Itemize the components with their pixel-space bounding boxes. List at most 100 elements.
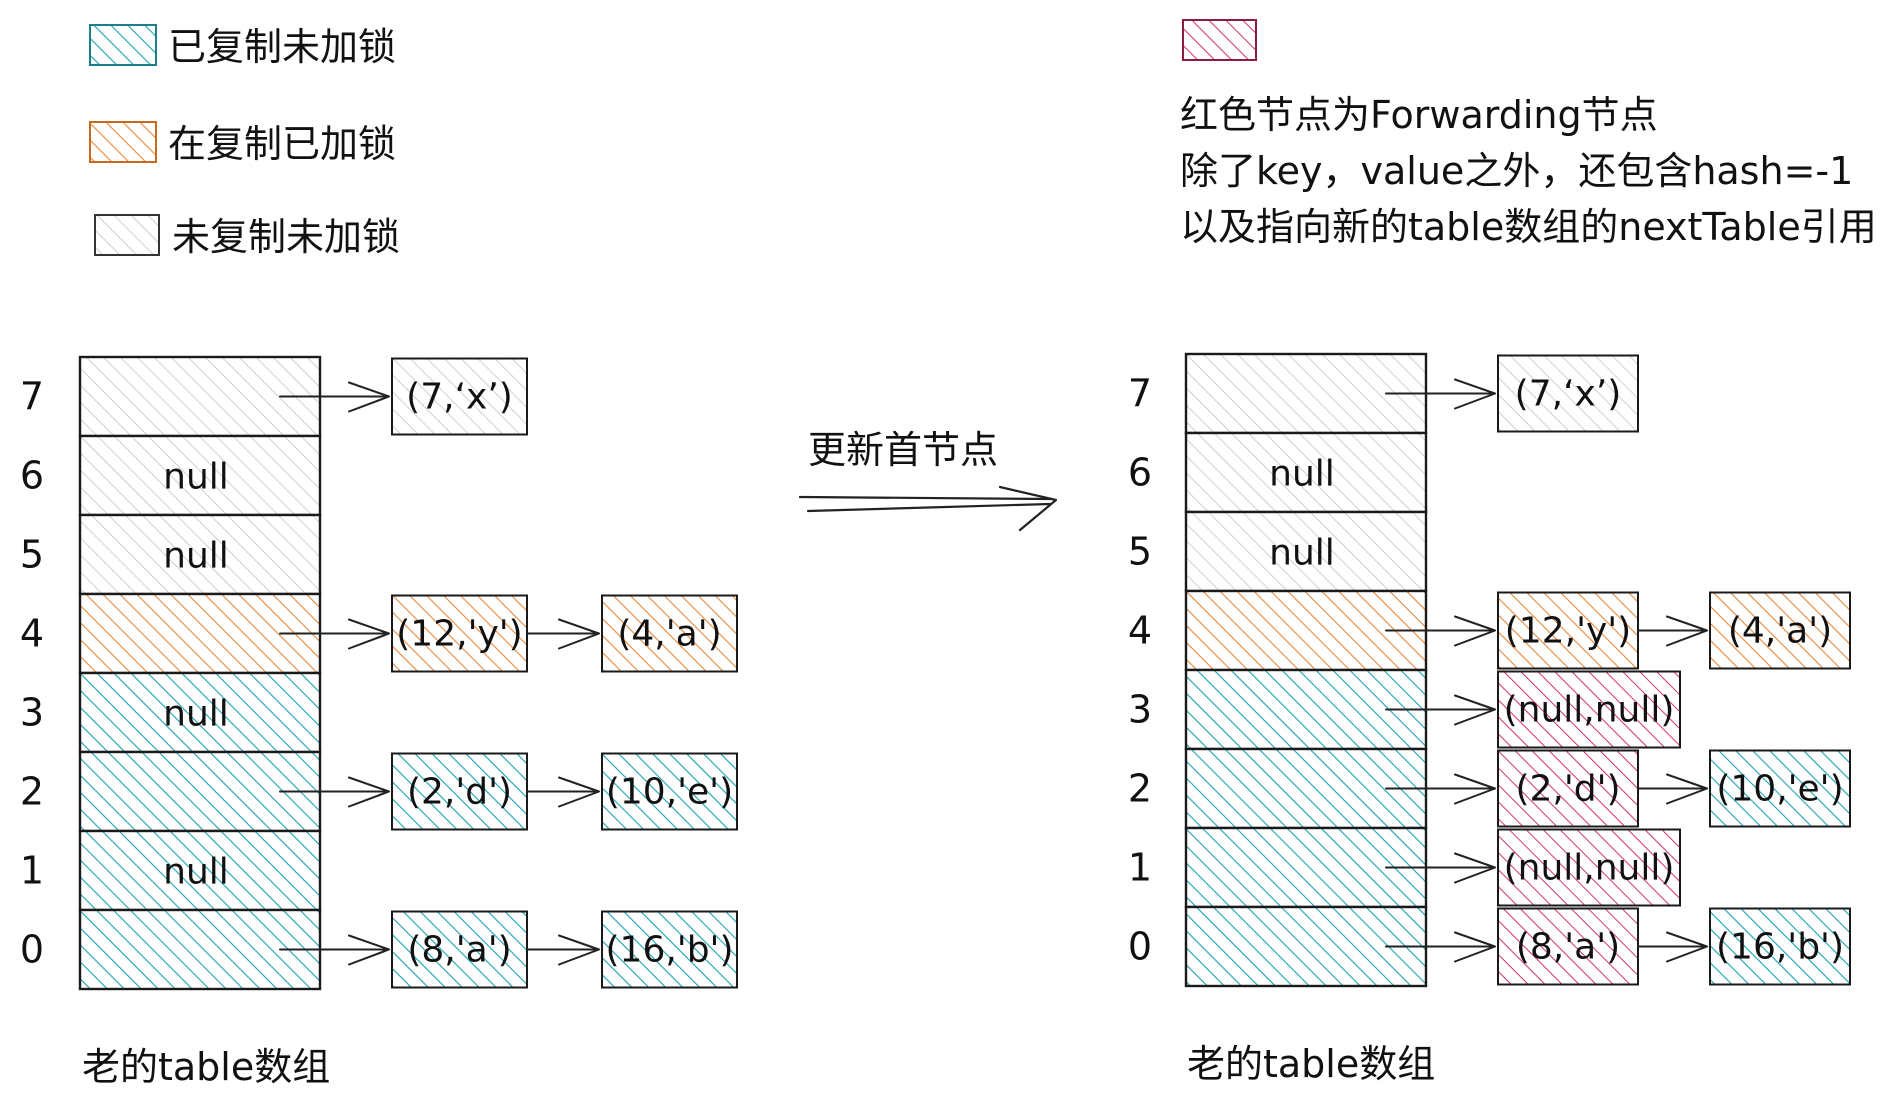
left-slot-index: 3 (20, 691, 44, 735)
right-slot-2: 2 (2,'d') (10,'e') (1128, 747, 1851, 830)
left-slot-cell (78, 829, 322, 912)
right-node-box (1709, 907, 1851, 986)
right-node-box (1497, 670, 1681, 749)
right-node-text: (10,'e') (1716, 769, 1843, 810)
left-node-box (391, 910, 528, 989)
legend-item-copied: 已复制未加锁 (89, 24, 396, 69)
right-slot-5: 5 null (1128, 510, 1428, 593)
left-slot-label: null (163, 457, 229, 498)
right-slot-cell (1184, 431, 1428, 514)
left-slot-cell (78, 434, 322, 517)
left-table-caption: 老的table数组 (82, 1045, 330, 1089)
right-slot-3: 3 (null,null) (1128, 668, 1681, 751)
left-slot-0: 0(8,'a')(16,'b') (20, 908, 738, 991)
legend-swatch-copied (89, 24, 157, 66)
left-slot-3: 3 null (20, 671, 322, 754)
double-arrow-icon (798, 485, 1058, 532)
right-slot-arrow (1385, 931, 1496, 963)
legend: 已复制未加锁 在复制已加锁 未复制未加锁 (89, 24, 400, 259)
legend-label-uncopied: 未复制未加锁 (172, 215, 400, 259)
left-node-box (601, 752, 738, 831)
right-slot-index: 4 (1128, 609, 1152, 653)
right-slot-index: 3 (1128, 688, 1152, 732)
right-slot-label: null (1269, 533, 1335, 574)
left-node-box (391, 357, 528, 436)
legend-swatch-uncopied (94, 214, 160, 256)
right-node-arrow (1637, 615, 1708, 647)
right-slot-index: 1 (1128, 846, 1152, 890)
left-slot-index: 1 (20, 849, 44, 893)
left-slot-2: 2 (2,'d') (10,'e') (20, 750, 738, 833)
right-node-text: (4,'a') (1728, 611, 1832, 652)
left-slot-arrow (279, 934, 390, 966)
right-node-arrow (1637, 931, 1708, 963)
right-node-text: (8,'a') (1516, 927, 1620, 968)
right-slot-index: 7 (1128, 372, 1152, 416)
right-slot-index: 2 (1128, 767, 1152, 811)
left-slot-index: 7 (20, 375, 44, 419)
right-slot-arrow (1385, 694, 1496, 726)
left-slot-label: null (163, 536, 229, 577)
left-slot-index: 5 (20, 533, 44, 577)
forwarding-note-line-3: 以及指向新的table数组的nextTable引用 (1180, 205, 1877, 249)
right-node-box (1497, 907, 1639, 986)
right-node-text: (null,null) (1504, 690, 1675, 731)
legend-label-copied: 已复制未加锁 (168, 25, 396, 69)
right-slot-arrow (1385, 378, 1496, 410)
left-node-box (601, 910, 738, 989)
left-node-text: (4,'a') (617, 614, 721, 655)
legend-item-uncopied: 未复制未加锁 (94, 214, 400, 259)
right-slot-arrow (1385, 615, 1496, 647)
left-slot-arrow (279, 776, 390, 808)
left-slot-4: 4(12,'y')(4,'a') (20, 592, 738, 675)
right-table-caption: 老的table数组 (1187, 1042, 1435, 1086)
legend-swatch-forwarding (1182, 19, 1257, 61)
right-slot-arrow (1385, 773, 1496, 805)
right-node-box (1709, 591, 1851, 670)
left-slot-cell (78, 671, 322, 754)
right-slot-0: 0 (8,'a') (16,'b') (1128, 905, 1851, 988)
forwarding-note-line-1: 红色节点为Forwarding节点 (1180, 93, 1658, 137)
transition-arrow: 更新首节点 (798, 428, 1058, 532)
transition-label: 更新首节点 (808, 428, 998, 472)
left-node-text: (2,'d') (407, 772, 512, 813)
right-slot-7: 7 (7,‘x’) (1128, 352, 1639, 435)
left-node-arrow (526, 776, 600, 808)
left-node-text: (12,'y') (396, 614, 522, 655)
legend-swatch-copying (89, 121, 157, 163)
left-node-text: (10,'e') (606, 772, 733, 813)
left-slot-6: 6 null (20, 434, 322, 517)
forwarding-note: 红色节点为Forwarding节点 除了key，value之外，还包含hash=… (1180, 19, 1877, 249)
right-slot-arrow (1385, 852, 1496, 884)
right-node-box (1497, 354, 1639, 433)
forwarding-note-line-2: 除了key，value之外，还包含hash=-1 (1180, 149, 1853, 193)
right-slot-index: 5 (1128, 530, 1152, 574)
legend-label-copying: 在复制已加锁 (168, 122, 396, 166)
left-slot-index: 0 (20, 928, 44, 972)
left-slot-index: 6 (20, 454, 44, 498)
right-node-arrow (1637, 773, 1708, 805)
right-node-text: (null,null) (1504, 848, 1675, 889)
right-slot-label: null (1269, 454, 1335, 495)
left-slot-index: 2 (20, 770, 44, 814)
right-node-box (1497, 591, 1639, 670)
left-slot-5: 5 null (20, 513, 322, 596)
left-slot-arrow (279, 381, 390, 413)
right-node-box (1497, 749, 1639, 828)
right-node-text: (12,'y') (1505, 611, 1631, 652)
right-slot-cell (1184, 510, 1428, 593)
right-node-text: (2,'d') (1515, 769, 1620, 810)
right-node-text: (16,'b') (1716, 927, 1844, 968)
left-node-box (391, 752, 528, 831)
right-slot-1: 1 (null,null) (1128, 826, 1681, 909)
right-slot-index: 0 (1128, 925, 1152, 969)
left-slot-arrow (279, 618, 390, 650)
left-node-text: (7,‘x’) (406, 377, 513, 418)
left-slot-label: null (163, 694, 229, 735)
right-node-text: (7,‘x’) (1515, 374, 1622, 415)
